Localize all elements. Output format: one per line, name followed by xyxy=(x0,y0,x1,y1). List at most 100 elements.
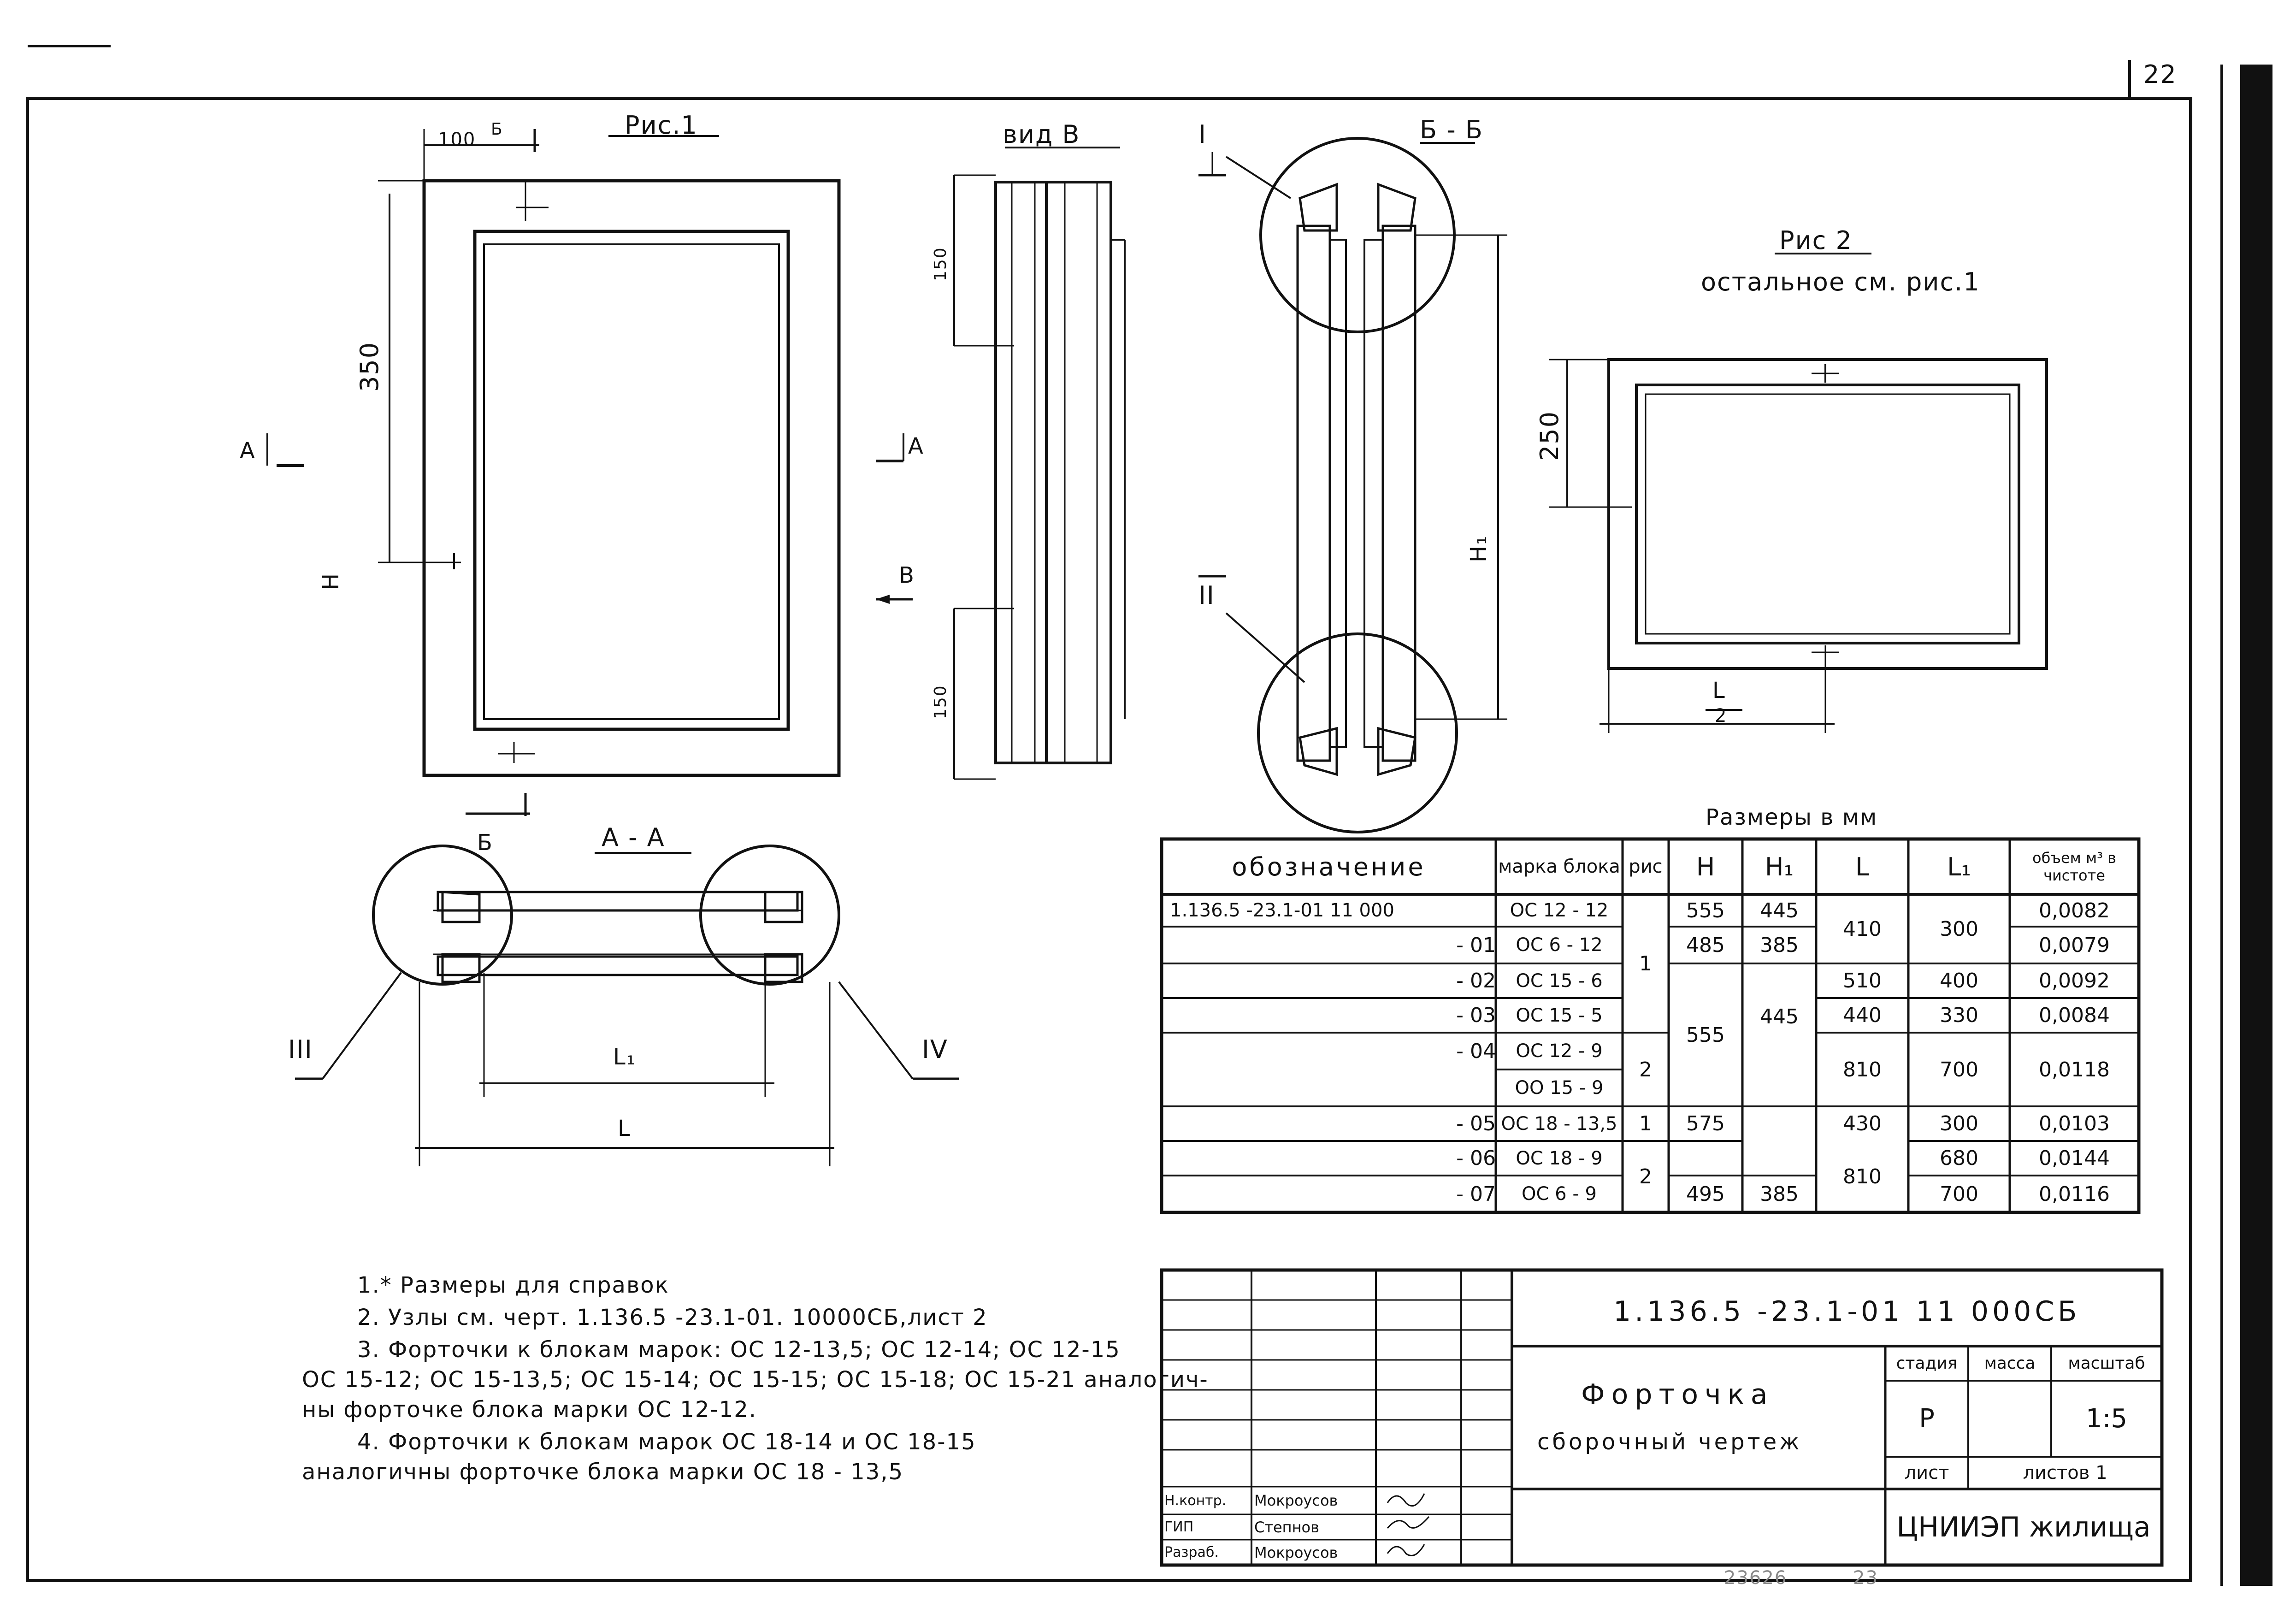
td-h1-8: 385 xyxy=(1760,1182,1799,1206)
title-code: 1.136.5 -23.1-01 11 000СБ xyxy=(1613,1295,2081,1328)
org-name: ЦНИИЭП жилища xyxy=(1896,1511,2151,1543)
td-mark-0: ОС 12 - 12 xyxy=(1510,900,1609,921)
td-h1-0: 445 xyxy=(1760,898,1799,922)
td-l1-3: 330 xyxy=(1940,1004,1978,1027)
th-volume: объем м³ в чистоте xyxy=(2032,849,2116,884)
stage-value: Р xyxy=(1919,1404,1935,1434)
td-fig-6: 1 xyxy=(1639,1112,1652,1135)
section-aa-node-iii: III xyxy=(288,1035,313,1064)
td-h-merged: 555 xyxy=(1686,1023,1725,1047)
fig1-section-a: А xyxy=(240,438,256,464)
th-h: H xyxy=(1696,852,1715,881)
mass-value xyxy=(1968,1381,2051,1457)
note-3: 3. Форточки к блокам марок: ОС 12-13,5; … xyxy=(357,1337,1121,1363)
td-volume-2: 0,0092 xyxy=(2039,969,2110,993)
td-mark-7: ОС 18 - 9 xyxy=(1516,1147,1603,1169)
footer-num: 23 xyxy=(1853,1567,1878,1589)
td-mark-5: ОО 15 - 9 xyxy=(1515,1077,1604,1099)
td-designation-2: - 02 xyxy=(1456,969,1496,993)
td-volume-7: 0,0144 xyxy=(2039,1146,2110,1170)
th-mark: марка блока xyxy=(1498,856,1620,877)
fig2-title: Рис 2 xyxy=(1779,226,1853,255)
td-h1-1: 385 xyxy=(1760,933,1799,957)
fig1-dim-100: 100 xyxy=(438,129,476,150)
mass-label: масса xyxy=(1984,1354,2036,1373)
td-mark-1: ОС 6 - 12 xyxy=(1516,934,1603,956)
td-l-06: 810 xyxy=(1843,1165,1882,1188)
stage-label: стадия xyxy=(1896,1354,1958,1373)
td-l1-01: 300 xyxy=(1940,917,1978,941)
view-v-arrow-v: В xyxy=(899,562,915,588)
td-l-01: 410 xyxy=(1843,917,1882,941)
td-mark-2: ОС 15 - 6 xyxy=(1516,970,1603,992)
td-designation-4: - 04 xyxy=(1456,1039,1496,1063)
section-bb-node-ii: II xyxy=(1198,581,1215,610)
drawing-sheet xyxy=(26,97,2192,1582)
td-h-0: 555 xyxy=(1686,898,1725,922)
role-0: Н.контр. xyxy=(1164,1492,1227,1509)
name-2: Мокроусов xyxy=(1254,1543,1338,1561)
title-name: Форточка xyxy=(1581,1378,1774,1411)
td-l1-8: 700 xyxy=(1940,1182,1978,1206)
role-2: Разраб. xyxy=(1164,1544,1219,1560)
td-mark-8: ОС 6 - 9 xyxy=(1522,1183,1597,1205)
td-l1-2: 400 xyxy=(1940,969,1978,993)
section-bb-title: Б - Б xyxy=(1420,115,1483,144)
th-fig: рис xyxy=(1629,856,1663,877)
td-designation-3: - 03 xyxy=(1456,1004,1496,1027)
view-v-title: вид В xyxy=(1003,120,1080,149)
note-4: 4. Форточки к блокам марок ОС 18-14 и ОС… xyxy=(357,1429,976,1455)
td-volume-3: 0,0084 xyxy=(2039,1004,2110,1027)
th-l1: L₁ xyxy=(1947,852,1971,881)
name-0: Мокроусов xyxy=(1254,1492,1338,1509)
section-aa-dim-l: L xyxy=(618,1116,631,1141)
note-3-cont1: ОС 15-12; ОС 15-13,5; ОС 15-14; ОС 15-15… xyxy=(302,1367,1209,1393)
td-h-1: 485 xyxy=(1686,933,1725,957)
name-1: Степнов xyxy=(1254,1518,1319,1536)
td-volume-0: 0,0082 xyxy=(2039,898,2110,922)
td-volume-8: 0,0116 xyxy=(2039,1182,2110,1206)
view-v-section-a: А xyxy=(908,433,924,459)
td-designation-8: - 07 xyxy=(1456,1182,1496,1206)
td-l-3: 440 xyxy=(1843,1004,1882,1027)
td-designation-0: 1.136.5 -23.1-01 11 000 xyxy=(1170,900,1394,921)
note-3-cont2: ны форточке блока марки ОС 12-12. xyxy=(302,1397,757,1423)
fig2-subtitle: остальное см. рис.1 xyxy=(1701,267,1980,296)
scale-value: 1:5 xyxy=(2085,1404,2128,1434)
th-h1: H₁ xyxy=(1765,852,1794,881)
td-mark-6: ОС 18 - 13,5 xyxy=(1501,1113,1617,1134)
fig2-dim-l: L xyxy=(1712,678,1726,703)
td-h-8: 495 xyxy=(1686,1182,1725,1206)
th-l: L xyxy=(1855,852,1870,881)
role-1: ГИП xyxy=(1164,1519,1194,1535)
td-h-6: 575 xyxy=(1686,1112,1725,1135)
td-l1-7: 680 xyxy=(1940,1146,1978,1170)
td-volume-04: 0,0118 xyxy=(2039,1058,2110,1081)
title-subname: сборочный чертеж xyxy=(1537,1429,1802,1455)
td-l-2: 510 xyxy=(1843,969,1882,993)
td-fig-2b: 2 xyxy=(1639,1165,1652,1188)
fig1-title: Рис.1 xyxy=(625,111,698,140)
scale-label: масштаб xyxy=(2068,1354,2145,1373)
footer-stamp: 23626 xyxy=(1724,1567,1788,1589)
note-2: 2. Узлы см. черт. 1.136.5 -23.1-01. 1000… xyxy=(357,1305,988,1330)
note-1: 1.* Размеры для справок xyxy=(357,1272,669,1298)
page-number: 22 xyxy=(2143,60,2177,89)
section-bb-node-i: I xyxy=(1198,120,1207,149)
td-designation-6: - 05 xyxy=(1456,1112,1496,1135)
note-4-cont: аналогичны форточке блока марки ОС 18 - … xyxy=(302,1459,904,1485)
sheet-label: лист xyxy=(1904,1462,1949,1483)
section-aa-dim-l1: L₁ xyxy=(613,1044,636,1070)
section-aa-title: А - А xyxy=(602,823,665,852)
table-caption: Размеры в мм xyxy=(1706,804,1878,830)
td-l-04: 810 xyxy=(1843,1058,1882,1081)
td-volume-1: 0,0079 xyxy=(2039,933,2110,957)
fig2-dim-2: 2 xyxy=(1715,705,1728,727)
